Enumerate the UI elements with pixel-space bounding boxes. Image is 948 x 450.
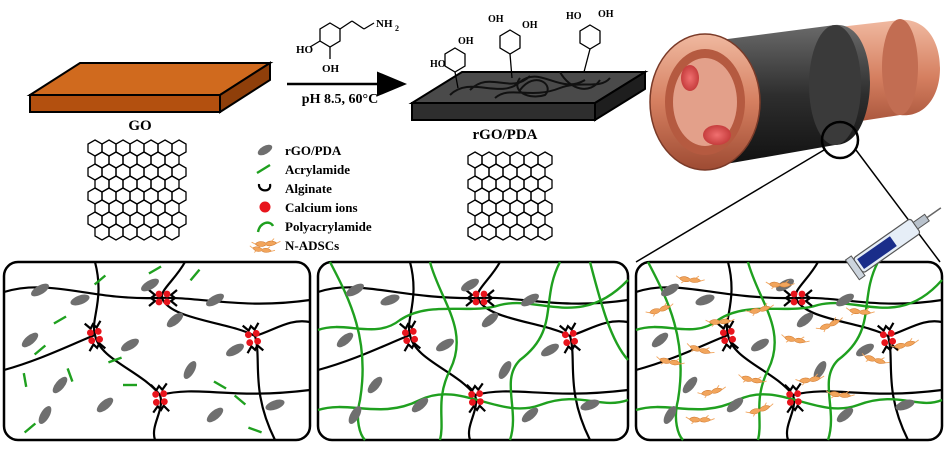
legend-acrylamide-icon — [256, 163, 271, 175]
go-label: GO — [128, 118, 151, 134]
rgo-pda-flake — [580, 399, 600, 411]
rgo-pda-flake — [726, 397, 744, 413]
rgo-pda-flake — [836, 407, 854, 423]
rgo-pda-flake — [380, 294, 400, 306]
rgo-pda-flake — [336, 332, 354, 348]
rgo-pda-flake — [541, 343, 559, 357]
rgo-pda-flake — [695, 294, 715, 306]
rgo-pda-flake — [461, 278, 479, 292]
legend-nadscs-icon — [248, 238, 281, 257]
panel-hydrogel-components — [2, 260, 312, 442]
rgo-pda-flake — [96, 397, 114, 413]
acrylamide-monomer — [213, 380, 227, 390]
rgo-pda-flake — [651, 332, 669, 348]
acrylamide-monomer — [66, 368, 74, 382]
acrylamide-monomer — [33, 344, 47, 356]
red-blood-cell — [703, 125, 731, 145]
rgo-pda-sheet — [408, 70, 649, 122]
rgo-pda-flake — [226, 343, 244, 357]
legend-label-5: N-ADSCs — [285, 238, 339, 253]
red-blood-cell — [681, 65, 699, 91]
rgo-pda-flake — [206, 293, 224, 307]
panel-double-network — [316, 260, 630, 442]
catechol-groups — [444, 24, 601, 89]
rgo-pda-flake — [121, 338, 139, 352]
reaction-conditions: pH 8.5, 60°C — [302, 92, 378, 107]
legend-label-2: Alginate — [285, 181, 332, 196]
acrylamide-monomer — [108, 356, 122, 364]
acrylamide-monomers — [22, 265, 262, 434]
rgo-pda-flake — [70, 294, 90, 306]
legend-polyacrylamide-icon — [256, 221, 275, 233]
rgo-pda-flake — [206, 407, 224, 423]
rgo-pda-flake — [856, 343, 874, 357]
acrylamide-monomer — [53, 315, 67, 325]
rgo-pda-flake — [836, 293, 854, 307]
zoom-line-right — [855, 149, 941, 263]
acrylamide-monomer — [93, 274, 107, 286]
acrylamide-monomer — [233, 394, 247, 406]
go-sheet — [26, 61, 274, 114]
dopamine-molecule — [309, 20, 375, 59]
rgo-pda-flake — [141, 278, 159, 292]
dopamine-hydroxyl-1: HO — [296, 44, 314, 56]
catechol-oh-6: OH — [598, 9, 614, 20]
rgo-pda-flake — [521, 293, 539, 307]
catechol-oh-5: HO — [566, 11, 582, 22]
legend-label-3: Calcium ions — [285, 200, 358, 215]
rgo-pda-flake — [661, 283, 679, 297]
rgo-pda-flake — [682, 376, 698, 394]
nerve-conduit — [649, 19, 940, 171]
syringe-icon — [844, 207, 942, 281]
zoom-circle — [820, 120, 860, 160]
catechol-oh-1: HO — [430, 59, 446, 70]
legend-label-4: Polyacrylamide — [285, 219, 372, 234]
rgo-pda-flake — [31, 283, 49, 297]
rgo-pda-flake — [38, 406, 52, 424]
rgo-pda-flake — [21, 332, 39, 348]
rgo-pda-flakes — [21, 278, 915, 424]
rgo-pda-flake — [498, 361, 512, 379]
zoom-line-left — [635, 149, 825, 263]
rgo-pda-flake — [166, 312, 184, 328]
rgo-pda-flake — [183, 361, 197, 379]
acrylamide-monomer — [248, 426, 262, 434]
rgo-pda-label: rGO/PDA — [473, 127, 538, 143]
dopamine-hydroxyl-2: OH — [322, 63, 340, 75]
catechol-oh-3: OH — [488, 14, 504, 25]
rgo-pda-flake — [521, 407, 539, 423]
rgo-pda-flake — [663, 406, 677, 424]
legend-rgo-icon — [257, 144, 273, 156]
acrylamide-monomer — [23, 422, 37, 434]
legend-calcium-icon — [259, 201, 271, 213]
rgo-pda-flake — [481, 312, 499, 328]
rgo-pda-flake — [52, 376, 68, 394]
acrylamide-monomer — [148, 265, 162, 275]
catechol-oh-4: OH — [522, 20, 538, 31]
rgo-chemical-structure — [467, 151, 553, 241]
rgo-pda-flake — [895, 399, 915, 411]
amine-group: NH — [376, 18, 393, 30]
rgo-pda-flake — [265, 399, 285, 411]
rgo-pda-flake — [346, 283, 364, 297]
legend-label-0: rGO/PDA — [285, 143, 342, 158]
rgo-pda-flake — [411, 397, 429, 413]
rgo-pda-flake — [796, 312, 814, 328]
amine-subscript: 2 — [395, 24, 399, 33]
acrylamide-monomer — [189, 268, 201, 282]
legend: rGO/PDA Acrylamide Alginate Calcium ions… — [248, 143, 372, 257]
rgo-pda-flake — [751, 338, 769, 352]
legend-alginate-icon — [257, 183, 272, 192]
panel-cell-laden-hydrogel — [634, 260, 944, 442]
acrylamide-monomer — [22, 372, 28, 388]
rgo-pda-flake — [436, 338, 454, 352]
rgo-pda-flake — [367, 376, 383, 394]
go-chemical-structure — [87, 139, 187, 241]
rgo-pda-flake — [348, 406, 362, 424]
legend-label-1: Acrylamide — [285, 162, 350, 177]
catechol-oh-2: OH — [458, 36, 474, 47]
